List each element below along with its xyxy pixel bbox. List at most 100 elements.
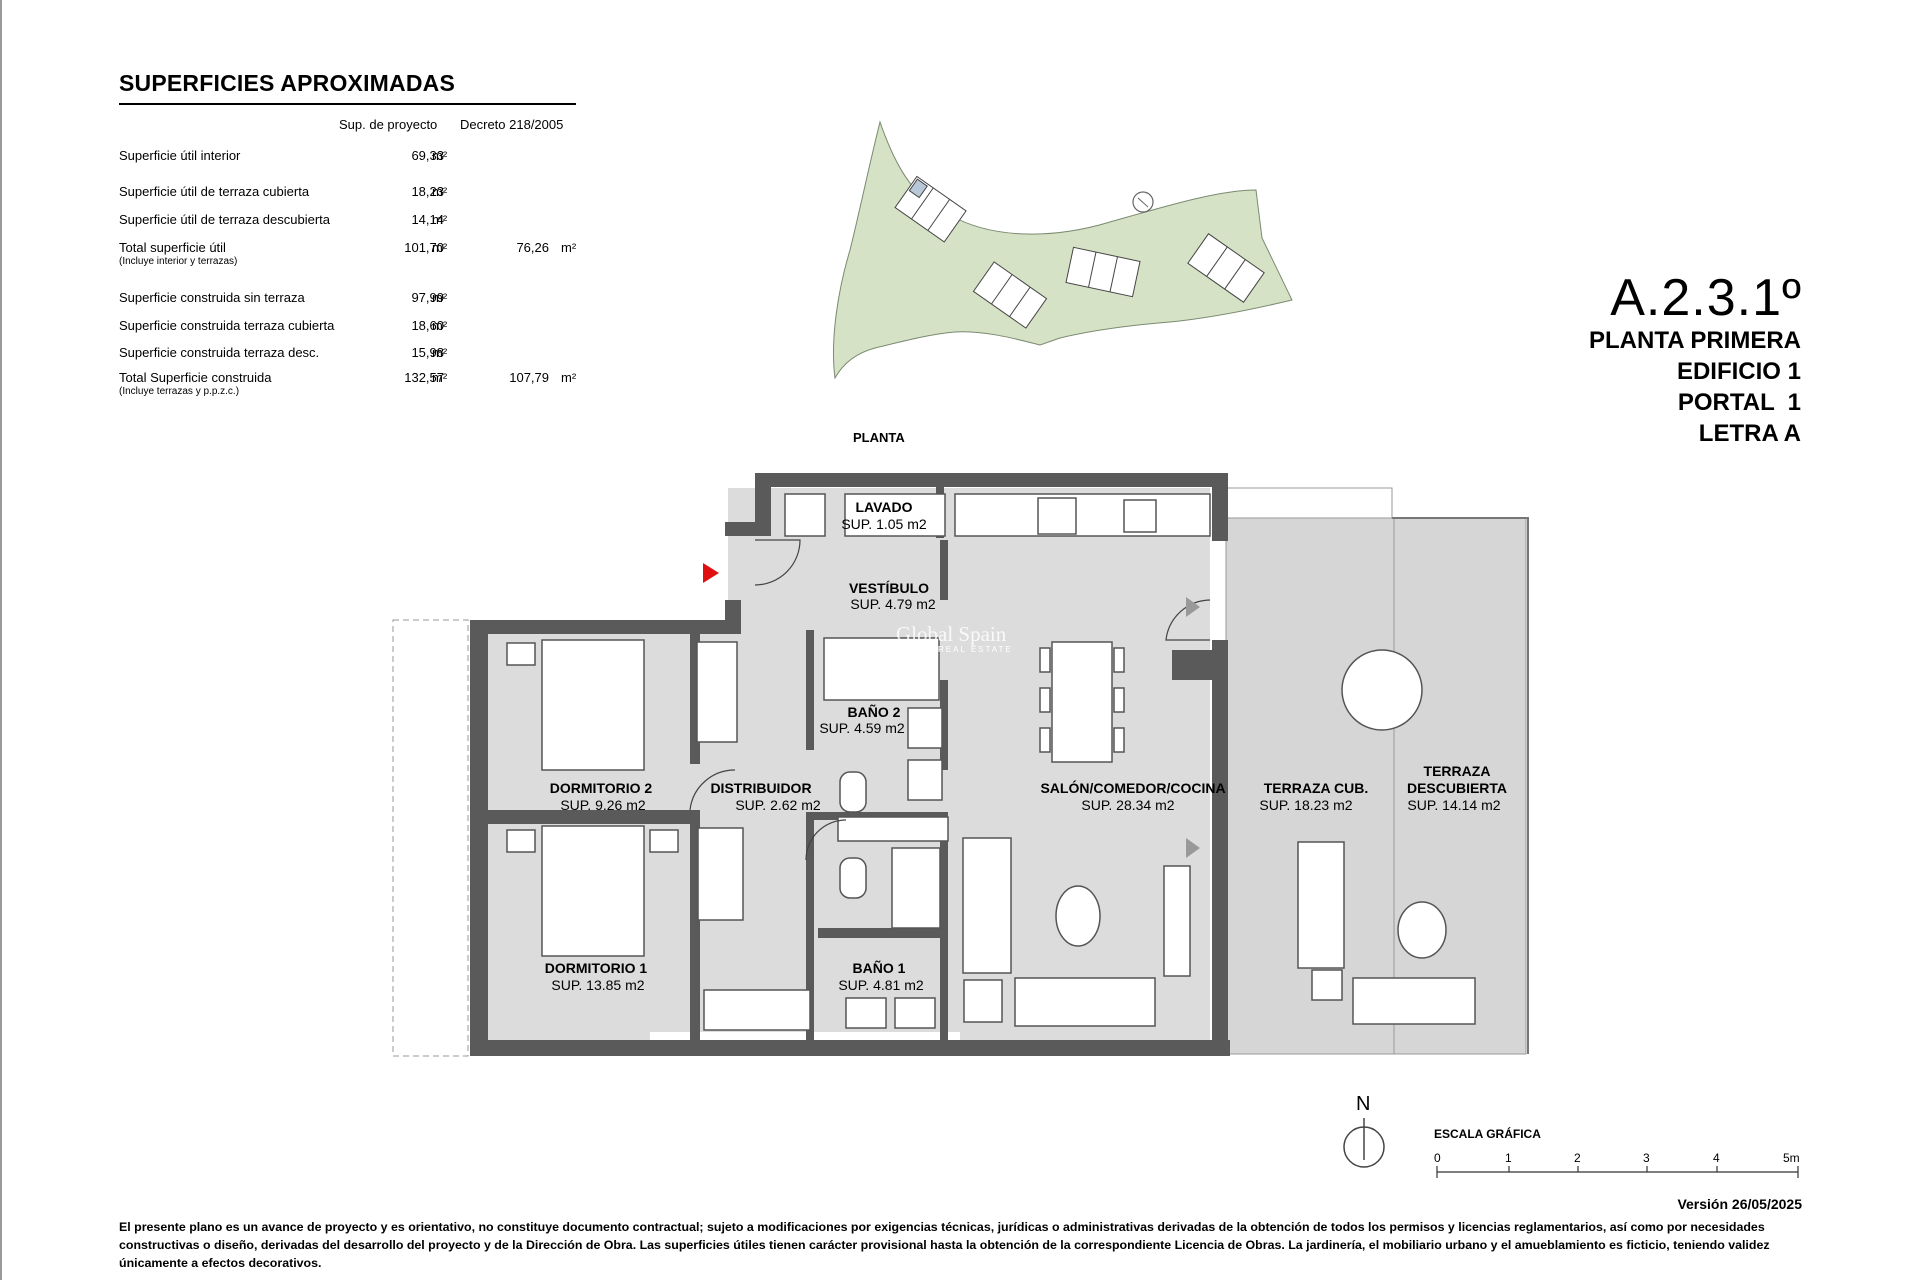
site-parcel [833,120,1293,380]
room-dormitorio1-area: SUP. 13.85 m2 [551,977,644,993]
wardrobe-1 [697,827,744,921]
furniture [506,493,1476,1031]
room-dormitorio2-name: DORMITORIO 2 [550,780,653,796]
wardrobe-2 [696,641,738,743]
room-bano2-area: SUP. 4.59 m2 [819,720,905,736]
room-terraza-cub-area: SUP. 18.23 m2 [1259,797,1352,813]
north-label: N [1356,1093,1371,1115]
room-terraza-desc-name2: DESCUBIERTA [1407,780,1507,796]
terrace-table [1397,901,1447,959]
surface-row-note: (Incluye interior y terrazas) [119,256,238,267]
surface-row-unit: m² [432,212,448,227]
surface-row-label: Superficie útil interior [119,148,241,163]
plan-label: PLANTA [853,430,905,445]
disclaimer-text: El presente plano es un avance de proyec… [119,1220,1770,1270]
scale-tick: 3 [1643,1151,1650,1165]
scale-ticks: 0 1 2 3 4 5m [1434,1151,1800,1165]
terrace-floor [1225,517,1527,1055]
site-north-icon [1132,191,1154,213]
sofa-2 [1014,977,1156,1027]
surface-row-project: 132,57 [404,370,444,385]
surface-row-label: Superficie útil de terraza descubierta [119,212,331,227]
surface-row-label: Total Superficie construida [119,370,272,385]
surfaces-title: SUPERFICIES APROXIMADAS [119,70,576,105]
scale-bar [1436,1166,1799,1178]
room-bano2-name: BAÑO 2 [848,703,901,720]
surface-row-project: 97,99 [411,290,444,305]
surface-row-project: 101,70 [404,240,444,255]
scale-tick: 5m [1783,1151,1800,1165]
dining-table [1051,641,1113,763]
entry-arrow [703,563,719,583]
surface-row-unit: m² [432,240,448,255]
bathtub [823,637,940,701]
unit-info: PLANTA PRIMERA EDIFICIO 1 PORTAL 1 LETRA… [1589,325,1801,449]
surface-row-unit: m² [432,345,448,360]
shower [891,847,941,929]
bed-1 [541,825,645,957]
surface-row-decree: 76,26 [516,240,549,255]
surface-row-unit: m² [561,370,577,385]
unit-code: A.2.3.1º [1610,269,1802,327]
surface-row-label: Superficie útil de terraza cubierta [119,184,310,199]
surface-row-unit: m² [432,318,448,333]
room-terraza-cub-name: TERRAZA CUB. [1264,780,1368,796]
site-building-2 [972,261,1048,329]
sofa-1 [962,837,1012,974]
doors [689,539,1211,861]
surface-row-project: 18,23 [411,184,444,199]
surfaces-table: SUPERFICIES APROXIMADAS Sup. de proyecto… [119,70,579,397]
room-salon-area: SUP. 28.34 m2 [1081,797,1174,813]
laundry-counter [844,493,946,537]
room-lavado-name: LAVADO [855,499,912,515]
surface-row-unit: m² [432,370,448,385]
surface-row-label: Superficie construida terraza cubierta [119,318,335,333]
sun-arrow-2 [1186,838,1200,858]
room-vestibulo-area: SUP. 4.79 m2 [850,596,936,612]
scale-tick: 4 [1713,1151,1720,1165]
page-frame-line [0,0,2,1280]
terrace-sofa [1297,841,1345,969]
site-building-1 [894,175,967,243]
scale-tick: 0 [1434,1151,1441,1165]
sun-arrow-1 [1186,597,1200,617]
surface-row-unit: m² [561,240,577,255]
room-dormitorio1-name: DORMITORIO 1 [545,960,648,976]
col-project-header: Sup. de proyecto [339,117,438,132]
unit-letter: LETRA A [1698,420,1801,447]
room-lavado-area: SUP. 1.05 m2 [841,516,927,532]
surface-row-project: 69,33 [411,148,444,163]
scale-tick: 2 [1574,1151,1581,1165]
unit-building: EDIFICIO 1 [1676,358,1801,385]
terrace-round-table [1341,649,1423,731]
floor-areas [392,487,1529,1057]
surface-row-unit: m² [432,184,448,199]
surface-row-project: 18,60 [411,318,444,333]
room-distribuidor-area: SUP. 2.62 m2 [735,797,821,813]
version-label: Versión 26/05/2025 [1677,1196,1802,1212]
surface-row-project: 14,14 [411,212,444,227]
watermark-logo: Global Spain [896,622,1007,646]
tv-unit [1163,865,1191,977]
surface-row-unit: m² [432,148,448,163]
watermark-subtitle: REAL ESTATE [938,645,1013,654]
room-dormitorio2-area: SUP. 9.26 m2 [560,797,646,813]
scale-tick: 1 [1505,1151,1512,1165]
laundry-unit [784,493,826,537]
north-arrow [1343,1118,1385,1168]
scale-title: ESCALA GRÁFICA [1434,1127,1541,1141]
site-building-4 [1187,233,1265,303]
unit-portal: PORTAL 1 [1677,389,1801,416]
surface-row-label: Total superficie útil [119,240,226,255]
surface-row-unit: m² [432,290,448,305]
room-terraza-desc-area: SUP. 14.14 m2 [1407,797,1500,813]
room-salon-name: SALÓN/COMEDOR/COCINA [1040,779,1225,796]
surface-row-label: Superficie construida sin terraza [119,290,305,305]
room-distribuidor-name: DISTRIBUIDOR [710,780,811,796]
room-terraza-desc-name: TERRAZA [1424,763,1491,779]
room-vestibulo-name: VESTÍBULO [849,580,929,596]
terrace-sofa-2 [1352,977,1476,1025]
room-labels: LAVADO SUP. 1.05 m2 VESTÍBULO SUP. 4.79 … [545,499,1507,993]
bed-2 [541,639,645,771]
col-decree-header: Decreto 218/2005 [460,117,564,132]
